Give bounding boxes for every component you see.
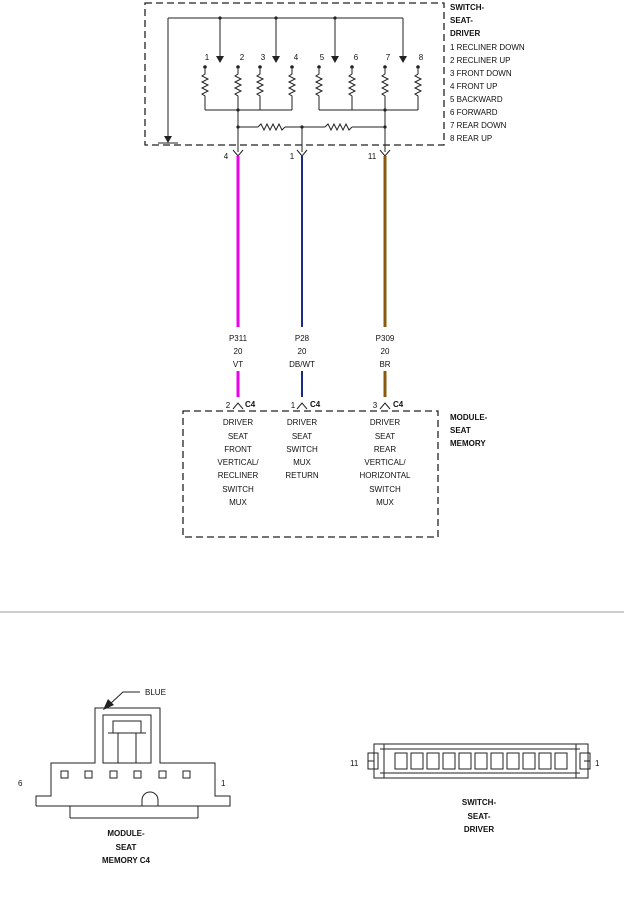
function-line: SEAT — [292, 432, 312, 441]
function-line: FRONT — [224, 445, 252, 454]
module-box — [182, 410, 439, 538]
function-line: SEAT — [375, 432, 395, 441]
contact-number: 4 — [294, 53, 299, 62]
contact-number: 7 — [386, 53, 391, 62]
function-line: SEAT — [228, 432, 248, 441]
contact-number: 6 — [354, 53, 359, 62]
function-line: VERTICAL/ — [217, 458, 259, 467]
wire-p309: P309 20 BR — [376, 156, 395, 397]
module-title-line: MODULE- — [450, 413, 488, 422]
connector-view-label: MEMORY C4 — [102, 856, 151, 865]
module-pin-number: 3 — [373, 401, 378, 410]
contact-number: 5 — [320, 53, 325, 62]
function-line: DRIVER — [223, 418, 253, 427]
switch-pins: 4 1 11 — [224, 149, 391, 161]
wire-color-code: DB/WT — [289, 360, 315, 369]
module-title: MODULE- SEAT MEMORY — [450, 413, 488, 448]
legend-item: 4 FRONT UP — [450, 82, 497, 91]
function-line: RETURN — [285, 471, 319, 480]
module-pins: 2 C4 1 C4 3 C4 — [226, 400, 404, 410]
function-line: RECLINER — [218, 471, 259, 480]
function-line: MUX — [293, 458, 311, 467]
module-title-line: MEMORY — [450, 439, 486, 448]
legend-item: 8 REAR UP — [450, 134, 492, 143]
legend-item: 6 FORWARD — [450, 108, 498, 117]
module-c4-connector-view: BLUE 6 1 MODULE- SEAT MEMORY C4 — [18, 688, 231, 865]
switch-pin-number: 4 — [224, 152, 229, 161]
switch-title-line: SEAT- — [450, 16, 473, 25]
function-line: SWITCH — [369, 485, 401, 494]
connector-view-label: DRIVER — [464, 825, 494, 834]
module-connector-label: C4 — [393, 400, 404, 409]
module-title-line: SEAT — [450, 426, 471, 435]
connector-pin-right: 1 — [595, 759, 600, 768]
function-line: MUX — [229, 498, 247, 507]
legend-item: 7 REAR DOWN — [450, 121, 507, 130]
wire-circuit: P28 — [295, 334, 310, 343]
function-line: VERTICAL/ — [364, 458, 406, 467]
switch-pin-number: 1 — [290, 152, 295, 161]
module-connector-label: C4 — [245, 400, 256, 409]
wire-color-code: BR — [379, 360, 390, 369]
wire-p28: P28 20 DB/WT — [289, 156, 315, 397]
wire-gauge: 20 — [298, 347, 307, 356]
legend-item: 2 RECLINER UP — [450, 56, 510, 65]
contact-number: 1 — [205, 53, 210, 62]
switch-pin-number: 11 — [368, 152, 377, 161]
function-line: REAR — [374, 445, 396, 454]
switch-box — [144, 2, 445, 146]
connector-color-label: BLUE — [145, 688, 166, 697]
switch-connector-view: 11 1 SWITCH- SEAT- DRIVER — [350, 743, 600, 834]
connector-pin-right: 1 — [221, 779, 226, 788]
switch-schematic: 1 2 3 4 5 6 7 8 — [158, 16, 424, 152]
connector-pin-left: 11 — [350, 759, 359, 768]
module-connector-label: C4 — [310, 400, 321, 409]
switch-legend: 1 RECLINER DOWN 2 RECLINER UP 3 FRONT DO… — [450, 43, 525, 143]
switch-title-line: SWITCH- — [450, 3, 485, 12]
switch-title-line: DRIVER — [450, 29, 480, 38]
wire-circuit: P309 — [376, 334, 395, 343]
wire-gauge: 20 — [381, 347, 390, 356]
contact-number: 2 — [240, 53, 245, 62]
module-pin-number: 2 — [226, 401, 231, 410]
function-line: DRIVER — [370, 418, 400, 427]
connector-pin-left: 6 — [18, 779, 23, 788]
switch-title: SWITCH- SEAT- DRIVER — [450, 3, 485, 38]
connector-view-label: MODULE- — [107, 829, 145, 838]
module-function-1: DRIVER SEAT FRONT VERTICAL/ RECLINER SWI… — [217, 418, 259, 507]
connector-view-label: SEAT — [116, 843, 137, 852]
legend-item: 3 FRONT DOWN — [450, 69, 512, 78]
function-line: SWITCH — [222, 485, 254, 494]
function-line: HORIZONTAL — [360, 471, 412, 480]
function-line: SWITCH — [286, 445, 318, 454]
module-function-3: DRIVER SEAT REAR VERTICAL/ HORIZONTAL SW… — [360, 418, 412, 507]
connector-view-label: SEAT- — [468, 812, 491, 821]
wire-color-code: VT — [233, 360, 243, 369]
module-function-2: DRIVER SEAT SWITCH MUX RETURN — [285, 418, 319, 480]
function-line: MUX — [376, 498, 394, 507]
legend-item: 1 RECLINER DOWN — [450, 43, 525, 52]
wire-gauge: 20 — [234, 347, 243, 356]
wire-circuit: P311 — [229, 334, 248, 343]
function-line: DRIVER — [287, 418, 317, 427]
contact-number: 3 — [261, 53, 266, 62]
module-pin-number: 1 — [291, 401, 296, 410]
legend-item: 5 BACKWARD — [450, 95, 503, 104]
contact-number: 8 — [419, 53, 424, 62]
wire-p311: P311 20 VT — [229, 156, 248, 397]
connector-view-label: SWITCH- — [462, 798, 497, 807]
